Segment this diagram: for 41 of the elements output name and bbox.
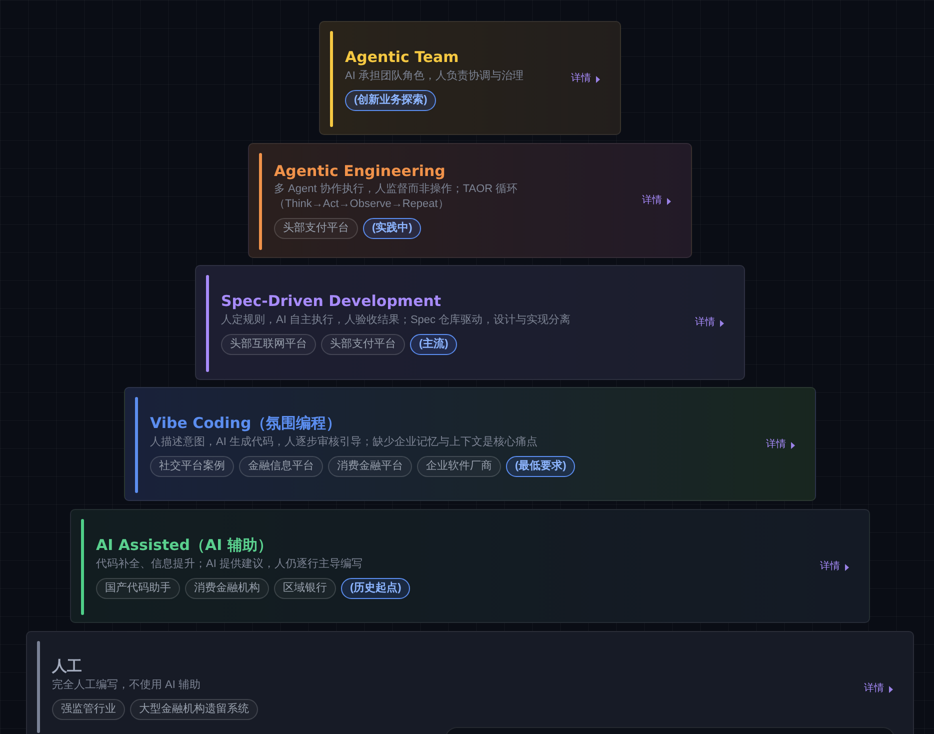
tag: 企业软件厂商	[417, 456, 501, 477]
tag: 头部互联网平台	[221, 334, 316, 355]
tag: 金融信息平台	[239, 456, 323, 477]
details-link: 详情	[695, 316, 724, 330]
tag: 强监管行业	[52, 699, 125, 720]
level-title: Spec-Driven Development	[221, 291, 442, 311]
highlighted-tag: (最低要求)	[506, 456, 576, 477]
details-link: 详情	[864, 682, 893, 696]
highlighted-tag: (创新业务探索)	[345, 90, 436, 111]
details-link: 详情	[571, 72, 600, 86]
level-title: Vibe Coding（氛围编程）	[150, 413, 342, 433]
level-description: 完全人工编写，不使用 AI 辅助	[52, 678, 201, 693]
details-link: 详情	[642, 194, 671, 208]
tag: 社交平台案例	[150, 456, 234, 477]
level-description: AI 承担团队角色，人负责协调与治理	[345, 68, 524, 84]
highlighted-tag: (历史起点)	[341, 578, 410, 599]
tag: 消费金融平台	[328, 456, 412, 477]
level-card	[319, 21, 621, 135]
tag: 国产代码助手	[96, 578, 180, 599]
level-card	[70, 509, 870, 623]
highlighted-tag: (实践中)	[363, 218, 422, 239]
tag: 头部支付平台	[274, 218, 358, 239]
tag: 消费金融机构	[185, 578, 269, 599]
level-description: 人定规则，AI 自主执行，人验收结果；Spec 仓库驱动，设计与实现分离	[221, 312, 571, 328]
level-description: 人描述意图，AI 生成代码，人逐步审核引导；缺少企业记忆与上下文是核心痛点	[150, 434, 538, 450]
tag: 大型金融机构遗留系统	[130, 699, 258, 720]
level-card	[26, 631, 914, 734]
level-card	[124, 387, 816, 501]
level-card	[248, 143, 692, 258]
level-description: 多 Agent 协作执行，人监督而非操作；TAOR 循环（Think→Act→Observe→Repeat）	[274, 182, 519, 212]
tag: 头部支付平台	[321, 334, 405, 355]
highlighted-tag: (主流)	[410, 334, 458, 355]
level-title: Agentic Engineering	[274, 161, 446, 181]
level-title: AI Assisted（AI 辅助）	[96, 535, 272, 555]
details-link: 详情	[766, 438, 795, 452]
tag: 区域银行	[274, 578, 336, 599]
level-title: Agentic Team	[345, 47, 459, 67]
level-card	[195, 265, 745, 380]
level-title: 人工	[52, 656, 82, 676]
level-description: 代码补全、信息提升；AI 提供建议，人仍逐行主导编写	[96, 556, 362, 572]
details-link: 详情	[820, 560, 849, 574]
